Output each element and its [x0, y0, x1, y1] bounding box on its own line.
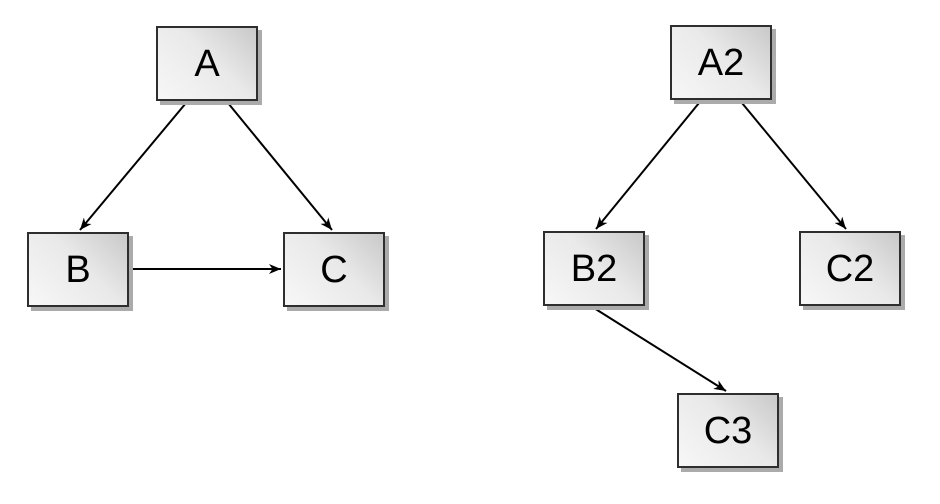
node-a[interactable]: A [156, 26, 258, 101]
edge-A-B[interactable] [79, 102, 187, 231]
node-b2-label: B2 [570, 247, 618, 290]
node-c3-label: C3 [703, 409, 753, 452]
node-a-label: A [194, 42, 220, 85]
node-a2[interactable]: A2 [670, 25, 772, 100]
node-c[interactable]: C [283, 232, 385, 307]
node-c2-label: C2 [825, 247, 875, 290]
node-c2[interactable]: C2 [799, 231, 901, 306]
edge-A2-C2[interactable] [741, 102, 847, 230]
edge-B2-C3[interactable] [593, 307, 727, 392]
node-b[interactable]: B [27, 232, 129, 307]
node-c3[interactable]: C3 [677, 393, 779, 468]
node-a2-label: A2 [697, 41, 745, 84]
node-b2[interactable]: B2 [543, 231, 645, 306]
node-c-label: C [320, 248, 348, 291]
node-b-label: B [65, 248, 91, 291]
edge-A-C[interactable] [227, 102, 333, 231]
edge-A2-B2[interactable] [595, 102, 700, 230]
